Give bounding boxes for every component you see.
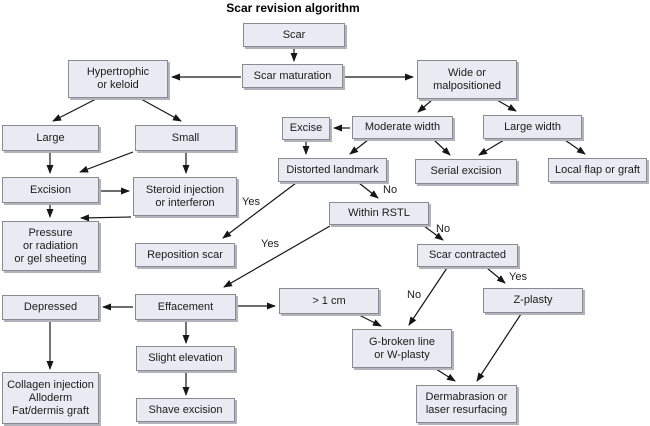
arrow-moderate-to-serial — [433, 139, 451, 156]
node-scar: Scar — [243, 23, 345, 47]
node-g-broken-line-or-w-plasty: G-broken line or W-plasty — [352, 329, 452, 368]
arrow-rstl-to-effacement-yes — [223, 225, 331, 288]
branch-label-yes-within-rstl: Yes — [261, 238, 279, 250]
node-gt-1-cm: > 1 cm — [279, 288, 379, 314]
node-large-width: Large width — [483, 115, 582, 139]
arrow-moderate-to-distorted — [349, 139, 369, 155]
node-shave-excision: Shave excision — [136, 398, 235, 422]
arrow-g-broken-to-dermabrasion — [435, 368, 456, 382]
arrow-z-plasty-to-dermabrasion — [476, 313, 522, 382]
diagram-title: Scar revision algorithm — [226, 1, 360, 15]
node-scar-contracted: Scar contracted — [417, 244, 518, 267]
arrow-steroid-to-pressure — [80, 214, 132, 222]
node-excision: Excision — [2, 177, 99, 203]
node-reposition-scar: Reposition scar — [135, 243, 235, 267]
arrow-gt1cm-to-g-broken — [356, 313, 382, 327]
arrow-wide-to-moderate-width — [417, 99, 433, 113]
node-dermabrasion-or-laser-resurfacing: Dermabrasion or laser resurfacing — [416, 385, 517, 423]
branch-label-no-scar-contracted: No — [407, 289, 422, 301]
node-local-flap-or-graft: Local flap or graft — [548, 158, 647, 182]
branch-label-yes-scar-contracted: Yes — [509, 271, 527, 283]
node-steroid-injection-or-interferon: Steroid injection or interferon — [133, 177, 237, 216]
branch-label-no-within-rstl: No — [436, 223, 451, 235]
node-moderate-width: Moderate width — [352, 116, 453, 139]
node-slight-elevation: Slight elevation — [136, 346, 235, 371]
node-effacement: Effacement — [135, 294, 236, 320]
node-pressure-radiation-gel-sheeting: Pressure or radiation or gel sheeting — [2, 221, 99, 271]
node-excise: Excise — [282, 117, 330, 140]
arrow-large-width-to-local-flap — [564, 139, 586, 155]
node-within-rstl: Within RSTL — [329, 202, 429, 225]
node-hypertrophic-or-keloid: Hypertrophic or keloid — [68, 60, 168, 98]
node-distorted-landmark: Distorted landmark — [278, 158, 387, 182]
arrow-large-width-to-serial — [478, 139, 505, 156]
branch-label-no-distorted-landmark: No — [383, 184, 398, 196]
node-scar-maturation: Scar maturation — [242, 64, 343, 88]
arrow-contracted-to-g-broken-no — [408, 267, 448, 326]
arrow-rstl-to-contracted-no — [423, 225, 444, 241]
node-collagen-alloderm-fat-dermis: Collagen injection Alloderm Fat/dermis g… — [2, 372, 99, 424]
branch-label-yes-distorted-landmark: Yes — [242, 196, 260, 208]
arrow-hypertrophic-to-small — [140, 98, 182, 122]
node-serial-excision: Serial excision — [415, 159, 517, 184]
arrow-wide-to-large-width — [496, 99, 517, 112]
arrow-hypertrophic-to-large — [52, 98, 97, 122]
arrow-distorted-to-rstl-no — [358, 182, 379, 199]
node-depressed: Depressed — [2, 295, 99, 320]
node-small: Small — [135, 125, 236, 151]
arrow-small-to-excision — [79, 151, 134, 173]
arrow-distorted-to-reposition-yes — [222, 182, 297, 239]
node-wide-or-malpositioned: Wide or malpositioned — [417, 60, 517, 99]
node-z-plasty: Z-plasty — [483, 288, 583, 313]
arrow-contracted-to-z-plasty-yes — [486, 267, 506, 284]
node-large: Large — [2, 125, 99, 151]
